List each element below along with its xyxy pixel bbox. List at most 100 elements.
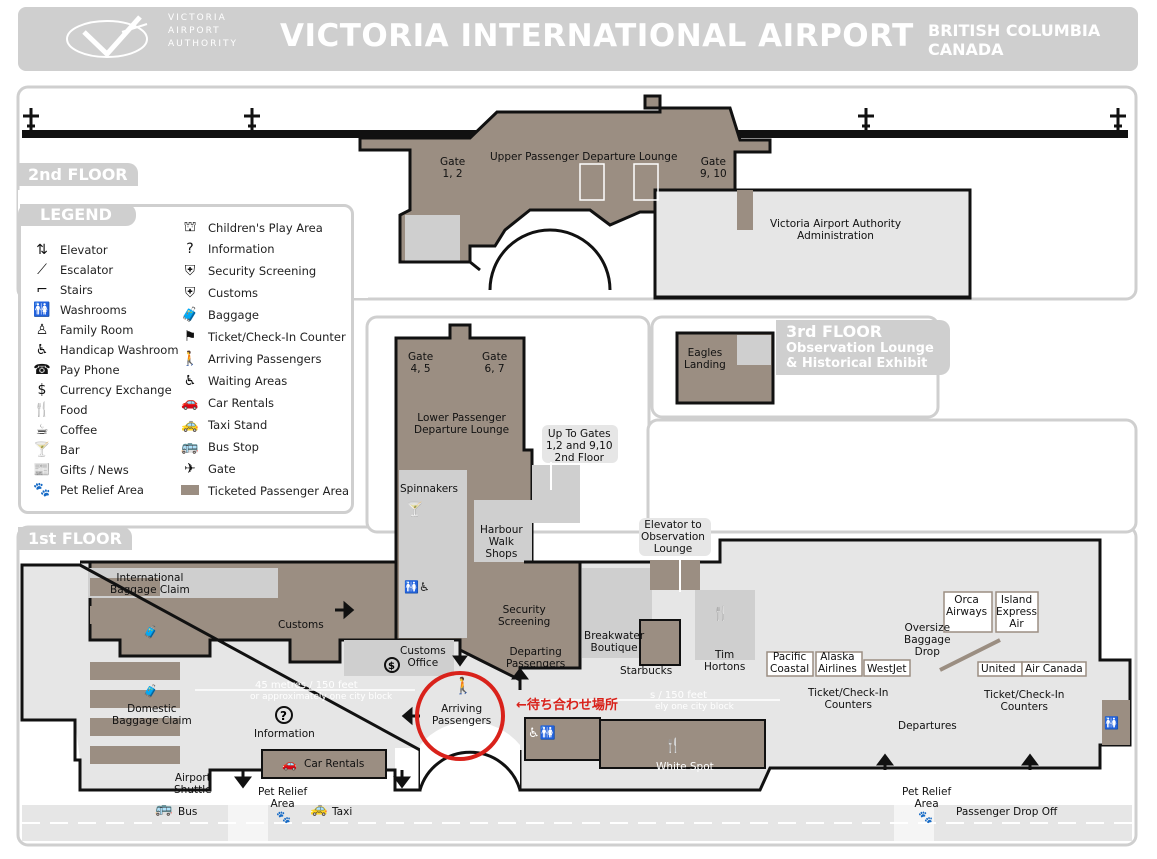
- customs-label: Customs: [278, 619, 324, 631]
- header-banner: [18, 7, 1138, 71]
- starbucks-label: Starbucks: [620, 665, 673, 677]
- orca-airways-label: Orca Airways: [946, 594, 988, 618]
- direction-arrows: [234, 600, 1039, 789]
- legend-item: 🚻Washrooms: [32, 300, 179, 320]
- authority-line: AIRPORT: [168, 26, 221, 36]
- spinnakers-label: Spinnakers: [400, 483, 458, 495]
- united-label: United: [981, 663, 1016, 675]
- third-floor-tab: 3rd FLOOR Observation Lounge & Historica…: [776, 320, 950, 375]
- meeting-place-highlight-circle: [415, 671, 505, 761]
- legend-label: Ticket/Check-In Counter: [208, 330, 346, 344]
- car-rentals-icon: 🚗: [181, 395, 199, 411]
- pet-relief-icon: 🐾: [33, 482, 51, 498]
- third-floor-title: 3rd FLOOR: [786, 322, 883, 341]
- legend-item: ✈Gate: [180, 458, 349, 480]
- elevator-icon: ⇅: [36, 242, 48, 258]
- legend-left-column: ⇅Elevator ⟋Escalator ⌐Stairs 🚻Washrooms …: [32, 240, 179, 500]
- legend-label: Elevator: [60, 243, 108, 257]
- airport-authority-logo: [66, 15, 148, 58]
- distance-right-sub: ely one city block: [655, 702, 734, 712]
- air-canada-label: Air Canada: [1025, 663, 1083, 675]
- legend-item: ⛫Children's Play Area: [180, 218, 349, 238]
- up-to-gates-callout: [542, 425, 618, 463]
- legend-title: LEGEND: [20, 204, 136, 226]
- domestic-baggage-label: Domestic Baggage Claim: [112, 703, 192, 727]
- passenger-dropoff-label: Passenger Drop Off: [956, 806, 1058, 818]
- currency-exchange-icon: [384, 657, 400, 673]
- checkin-left-label: Ticket/Check-In Counters: [808, 687, 889, 711]
- third-floor-subtitle: Observation Lounge: [786, 341, 934, 356]
- first-floor-right-panel: [646, 418, 1138, 534]
- legend-item: 🚶Arriving Passengers: [180, 348, 349, 370]
- legend-label: Waiting Areas: [208, 374, 288, 388]
- baggage-belts: [90, 578, 180, 764]
- legend-item: 🐾Pet Relief Area: [32, 480, 179, 500]
- legend-item: ♿Handicap Washroom: [32, 340, 179, 360]
- svg-text:$: $: [388, 661, 395, 672]
- region-label: BRITISH COLUMBIA CANADA: [928, 21, 1100, 59]
- information-icon: [275, 706, 293, 724]
- gate-icon: ✈: [184, 461, 196, 477]
- legend-item: ?Information: [180, 238, 349, 260]
- pay-phone-icon: ☎: [33, 362, 51, 378]
- legend-item: ♙Family Room: [32, 320, 179, 340]
- legend-label: Bar: [60, 443, 80, 457]
- bar-icon: 🍸: [406, 502, 424, 518]
- bar-icon: 🍸: [33, 442, 51, 458]
- legend-label: Food: [60, 403, 88, 417]
- food-icon: 🍴: [33, 402, 51, 418]
- legend-item: 🧳 Baggage: [180, 304, 349, 326]
- legend-label: Children's Play Area: [208, 221, 323, 235]
- legend-item: ☎Pay Phone: [32, 360, 179, 380]
- coffee-icon: ☕: [35, 422, 49, 438]
- distance-right-label: s / 150 feet: [650, 690, 707, 701]
- legend-label: Customs: [208, 286, 259, 300]
- arriving-passengers-icon: 🚶: [181, 351, 199, 367]
- island-express-label: Island Express Air: [996, 594, 1038, 630]
- legend-label: Security Screening: [208, 264, 317, 278]
- washroom-block: [524, 717, 601, 761]
- departing-passengers-label: Departing Passengers: [506, 646, 566, 670]
- legend-label: Washrooms: [60, 303, 127, 317]
- gifts-news-icon: 📰: [33, 462, 51, 478]
- arriving-passengers-label: Arriving Passengers: [432, 703, 492, 727]
- legend-label: Ticketed Passenger Area: [208, 484, 350, 498]
- authority-line: VICTORIA: [168, 13, 227, 23]
- legend-item: 🚕Taxi Stand: [180, 414, 349, 436]
- washrooms-icon: 🚻: [1104, 716, 1119, 730]
- harbour-walk-shops: [474, 500, 532, 562]
- legend-label: Bus Stop: [208, 440, 259, 454]
- currency-exchange-icon: $: [37, 382, 47, 398]
- gate-6-7-label: Gate 6, 7: [482, 351, 508, 375]
- legend-item: 🚌Bus Stop: [180, 436, 349, 458]
- escalator-icon: ⟋: [37, 262, 47, 278]
- legend-panel: [18, 204, 354, 514]
- taxi-label: Taxi: [332, 806, 353, 818]
- baggage-icon: 🧳: [181, 307, 199, 323]
- food-icon: 🍴: [664, 738, 682, 754]
- admin-label: Victoria Airport Authority Administratio…: [770, 218, 902, 242]
- washrooms-icon: 🚻♿: [404, 580, 430, 594]
- legend-label: Information: [208, 242, 275, 256]
- pet-relief-icon: 🐾: [276, 810, 291, 824]
- car-rentals-area: [261, 749, 387, 779]
- car-rentals-label: Car Rentals: [304, 758, 365, 770]
- information-label: Information: [254, 728, 315, 740]
- authority-line: AUTHORITY: [168, 39, 238, 49]
- arrival-arc-upper: [488, 228, 612, 291]
- gate-4-5-label: Gate 4, 5: [408, 351, 434, 375]
- waiting-areas-icon: ♿: [183, 373, 197, 389]
- meeting-place-label: ←待ち合わせ場所: [516, 698, 618, 713]
- gate-9-10-label: Gate 9, 10: [700, 156, 727, 180]
- oversize-baggage-label: Oversize Baggage Drop: [904, 622, 951, 658]
- security-screening-icon: ⛨: [184, 263, 196, 279]
- legend-item: ⇅ Elevator: [32, 240, 179, 260]
- legend-label: Baggage: [208, 308, 259, 322]
- legend-label: Gifts / News: [60, 463, 129, 477]
- legend-item: 🍴 Food: [32, 400, 179, 420]
- svg-text:?: ?: [280, 709, 287, 723]
- intl-baggage-label: International Baggage Claim: [110, 572, 190, 596]
- legend-item: ⛨ Security Screening: [180, 260, 349, 282]
- third-floor-subtitle: & Historical Exhibit: [786, 356, 928, 371]
- food-icon: 🍴: [712, 606, 730, 622]
